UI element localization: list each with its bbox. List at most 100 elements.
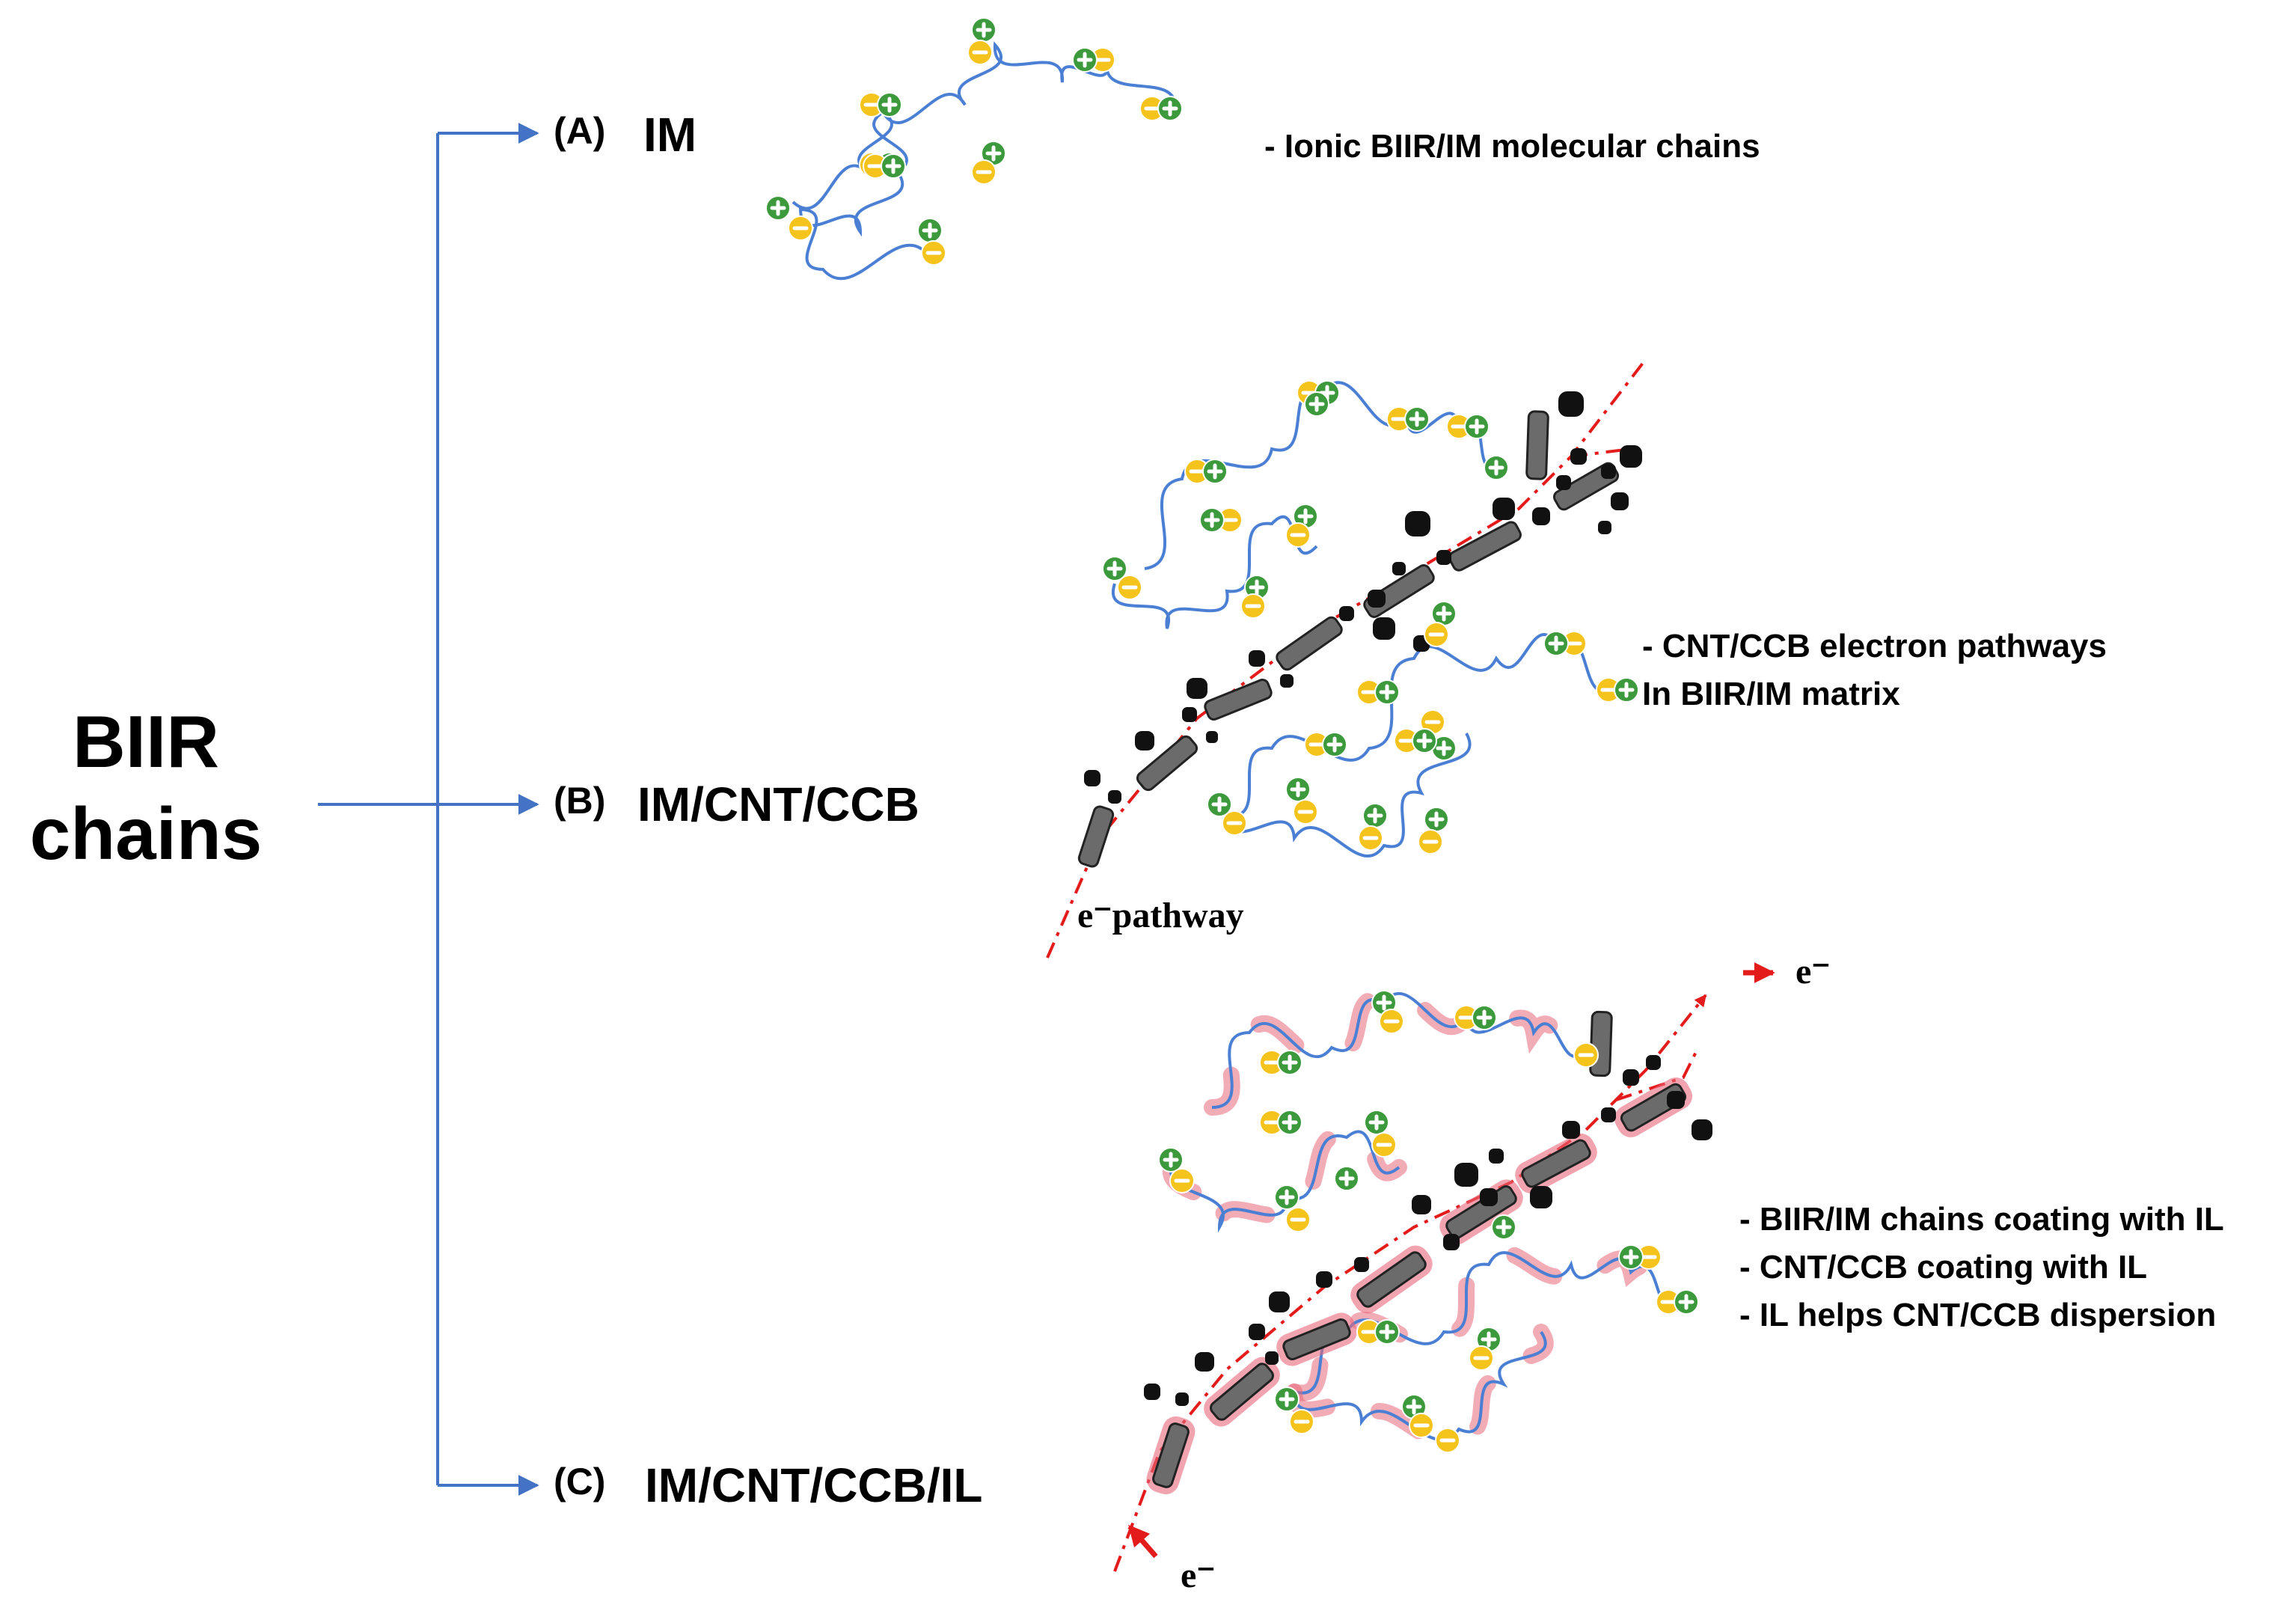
carbon-black-particle-icon: [1280, 674, 1294, 688]
plus-ion-icon: [1362, 803, 1388, 828]
carbon-black-particle-icon: [1108, 790, 1121, 804]
plus-ion-icon: [1102, 556, 1127, 581]
plus-ion-icon: [1322, 732, 1347, 757]
plus-ion-icon: [1472, 1005, 1497, 1030]
carbon-black-particle-icon: [1392, 562, 1406, 575]
minus-ion-icon: [788, 215, 813, 241]
carbon-black-particle-icon: [1493, 498, 1515, 520]
panel-b-note-1: - CNT/CCB electron pathways: [1642, 628, 2107, 664]
minus-ion-icon: [1418, 829, 1443, 855]
carbon-black-particle-icon: [1443, 1234, 1460, 1250]
panel-b-tag: (B): [554, 780, 606, 822]
carbon-black-particle-icon: [1646, 1055, 1661, 1070]
carbon-black-particle-icon: [1368, 590, 1386, 608]
carbon-black-particle-icon: [1135, 731, 1154, 750]
plus-ion-icon: [1371, 990, 1397, 1015]
carbon-black-particle-icon: [1187, 678, 1207, 699]
minus-ion-icon: [1573, 1042, 1599, 1068]
il-coating: [1163, 1123, 1407, 1259]
carbon-black-particle-icon: [1530, 1186, 1552, 1208]
plus-ion-icon: [1674, 1289, 1699, 1315]
carbon-black-particle-icon: [1436, 550, 1451, 565]
plus-ion-icon: [1157, 96, 1183, 121]
carbon-black-particle-icon: [1249, 650, 1265, 667]
polymer-chain: [1225, 733, 1472, 858]
electron-pathway: [1113, 994, 1707, 1572]
panel-c-note-1: - BIIR/IM chains coating with IL: [1739, 1201, 2224, 1238]
carbon-nanotube-icon: [1515, 1133, 1597, 1194]
panel-b-note-2: In BIIR/IM matrix: [1642, 675, 1900, 712]
main-title-line1: BIIR: [73, 700, 219, 783]
carbon-black-particle-icon: [1692, 1119, 1712, 1140]
carbon-black-particle-icon: [1206, 731, 1218, 743]
plus-ion-icon: [1404, 406, 1430, 432]
carbon-black-particle-icon: [1269, 1291, 1290, 1312]
carbon-nanotube-icon: [1204, 679, 1273, 721]
panel-b-name: IM/CNT/CCB: [637, 777, 919, 831]
carbon-black-particle-icon: [1532, 507, 1550, 525]
panel-b-notes: - CNT/CCB electron pathways In BIIR/IM m…: [1642, 623, 2107, 718]
minus-ion-icon: [1169, 1168, 1195, 1193]
minus-ion-icon: [1293, 799, 1318, 825]
minus-ion-icon: [1090, 47, 1115, 73]
minus-ion-icon: [1386, 406, 1412, 432]
pathway-label: e⁻pathway: [1077, 896, 1244, 935]
composite-c: [1113, 962, 1775, 1572]
carbon-black-particle-icon: [1556, 475, 1571, 490]
main-title-line2: chains: [29, 792, 263, 875]
plus-ion-icon: [1543, 631, 1569, 656]
electron-pathway: [1046, 358, 1647, 959]
minus-ion-icon: [921, 240, 946, 266]
carbon-nanotube-icon: [1589, 1010, 1613, 1077]
carbon-black-particle-icon: [1405, 511, 1430, 536]
plus-ion-icon: [1334, 1166, 1359, 1191]
plus-ion-icon: [1304, 391, 1329, 417]
panel-a-note: - Ionic BIIR/IM molecular chains: [1264, 128, 1760, 165]
plus-ion-icon: [981, 141, 1006, 166]
minus-ion-icon: [1289, 1409, 1314, 1434]
plus-ion-icon: [1364, 1110, 1389, 1135]
carbon-nanotube-icon: [1525, 410, 1549, 480]
plus-ion-icon: [765, 195, 791, 221]
carbon-nanotube-icon: [1136, 735, 1198, 792]
panel-a-tag: (A): [554, 110, 606, 152]
carbon-black-particle-icon: [1667, 1091, 1685, 1109]
minus-ion-icon: [1409, 1413, 1434, 1438]
carbon-black-particle-icon: [1316, 1271, 1332, 1288]
plus-ion-icon: [1464, 414, 1490, 439]
carbon-black-particle-icon: [1265, 1351, 1279, 1365]
plus-ion-icon: [1412, 728, 1437, 753]
plus-ion-icon: [917, 218, 943, 243]
minus-ion-icon: [1259, 1110, 1285, 1135]
panel-c-notes: - BIIR/IM chains coating with IL - CNT/C…: [1739, 1196, 2224, 1339]
minus-ion-icon: [1285, 522, 1311, 548]
carbon-nanotube-icon: [1350, 1245, 1433, 1314]
carbon-black-particle-icon: [1562, 1121, 1580, 1139]
minus-ion-icon: [1117, 575, 1142, 600]
composite-b: [1046, 358, 1647, 959]
carbon-black-particle-icon: [1480, 1188, 1498, 1206]
minus-ion-icon: [1424, 622, 1449, 647]
carbon-nanotube-icon: [1276, 616, 1343, 671]
minus-ion-icon: [1304, 732, 1329, 757]
plus-ion-icon: [1274, 1184, 1299, 1210]
carbon-black-particle-icon: [1412, 1195, 1431, 1214]
electron-pathway: [1615, 1047, 1700, 1101]
minus-ion-icon: [1358, 825, 1383, 851]
carbon-black-particle-icon: [1195, 1352, 1214, 1372]
plus-ion-icon: [1374, 679, 1400, 705]
carbon-black-particle-icon: [1354, 1257, 1369, 1272]
minus-ion-icon: [1596, 677, 1621, 703]
carbon-black-particle-icon: [1620, 445, 1642, 468]
panel-c-note-2: - CNT/CCB coating with IL: [1739, 1248, 2148, 1285]
minus-ion-icon: [1379, 1009, 1404, 1034]
plus-ion-icon: [1158, 1147, 1184, 1173]
main-title: BIIR chains: [11, 696, 281, 879]
carbon-black-particle-icon: [1182, 707, 1197, 722]
panel-c-name: IM/CNT/CCB/IL: [645, 1458, 983, 1512]
minus-ion-icon: [1435, 1428, 1460, 1453]
carbon-black-particle-icon: [1601, 1107, 1616, 1122]
plus-ion-icon: [1274, 1387, 1299, 1412]
polymer-chain: [798, 111, 929, 281]
plus-ion-icon: [1277, 1110, 1302, 1135]
